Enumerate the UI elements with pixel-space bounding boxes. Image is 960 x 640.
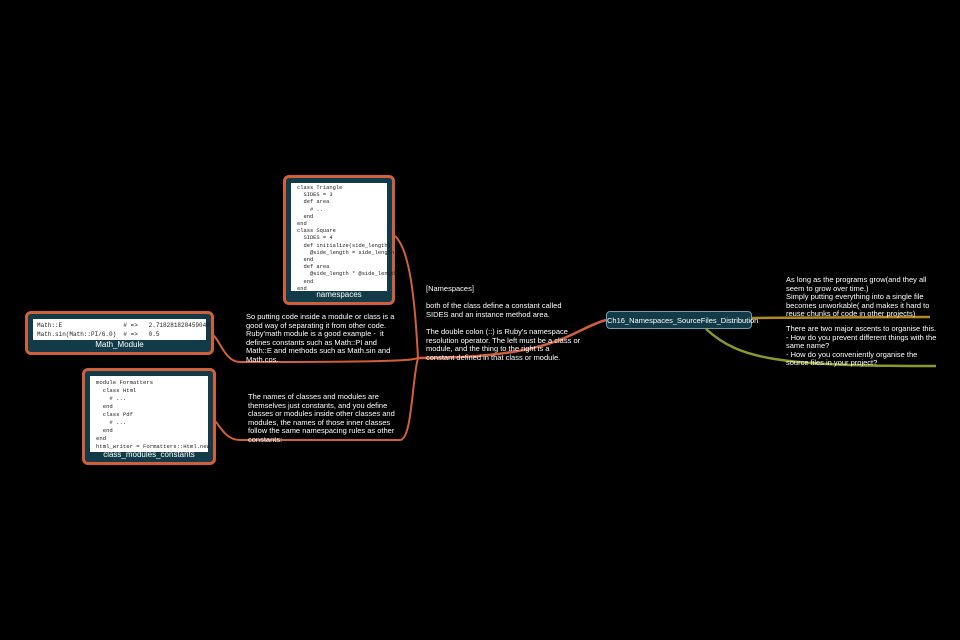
namespaces-caption: namespaces — [316, 290, 362, 299]
link-classes-note-box — [213, 419, 241, 441]
classes-note: The names of classes and modules are the… — [248, 392, 395, 444]
namespaces-code: class Triangle SIDES = 3 def area # .. e… — [291, 183, 397, 292]
grow-note: As long as the programs grow(and they al… — [786, 275, 930, 319]
link-classes-note — [240, 357, 419, 441]
central-topic[interactable]: Ch16_Namespaces_SourceFiles_Distribution — [606, 311, 758, 329]
namespaces-node[interactable]: class Triangle SIDES = 3 def area # .. e… — [283, 175, 397, 305]
class-modules-constants-caption: class_modules_constants — [103, 450, 195, 459]
link-namespaces-box — [394, 235, 419, 359]
link-module-note — [239, 357, 419, 363]
link-central-grow — [751, 315, 931, 320]
module-note: So putting code inside a module or class… — [246, 312, 395, 364]
class-modules-constants-code: module Formatters class Html # ... end c… — [90, 376, 210, 452]
math-module-node[interactable]: Math::E # => 2.718281828459045 Math.sin(… — [25, 311, 214, 355]
math-module-code: Math::E # => 2.718281828459045 Math.sin(… — [33, 319, 210, 340]
link-module-note-box — [212, 334, 241, 363]
link-central-ascents — [705, 328, 937, 368]
namespaces-note: [Namespaces] both of the class define a … — [426, 284, 581, 362]
ascents-note: There are two major ascents to organise … — [786, 324, 937, 368]
math-module-caption: Math_Module — [95, 340, 144, 349]
class-modules-constants-node[interactable]: module Formatters class Html # ... end c… — [82, 368, 216, 465]
link-central-namespaces — [417, 318, 607, 360]
